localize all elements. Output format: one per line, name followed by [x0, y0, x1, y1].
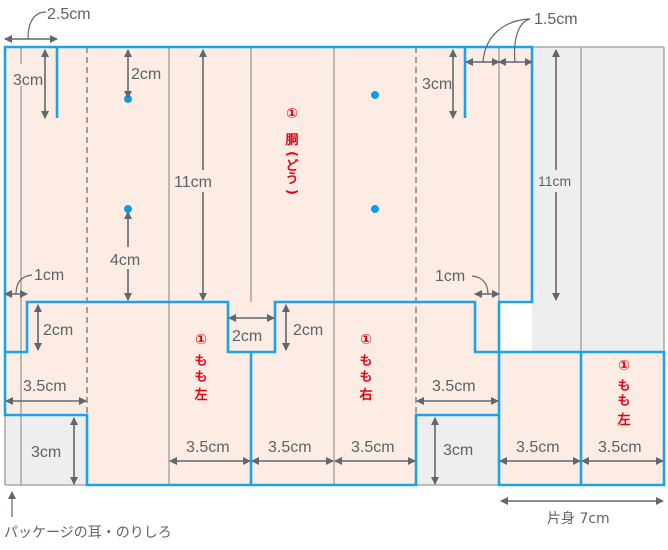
- dim-left-bottom-flap: 3cm: [31, 444, 61, 461]
- svg-text:う: う: [285, 172, 298, 187]
- svg-text:左: 左: [194, 387, 207, 403]
- dim-right-slit: 3cm: [422, 76, 452, 93]
- dim-leg-5: 3.5cm: [598, 439, 642, 456]
- svg-text:(: (: [284, 151, 299, 157]
- dot-bottom-left: [124, 205, 132, 213]
- svg-text:も: も: [617, 394, 630, 409]
- piece-label-leg-left: ① も も 左: [194, 332, 207, 403]
- dim-left-leg-step: 2cm: [43, 322, 73, 339]
- svg-text:): ): [284, 189, 299, 195]
- svg-text:①: ①: [286, 106, 298, 122]
- fold-lines: [4, 46, 665, 486]
- dimension-labels: 2.5cm 3cm 2cm 11cm 4cm 3cm 1.5cm 11cm 1c…: [4, 6, 642, 541]
- dashed-lines: [86, 47, 417, 415]
- piece-label-leg-right: ① も も 右: [358, 332, 372, 403]
- svg-text:ど: ど: [285, 159, 298, 174]
- dim-dot-top: 2cm: [131, 66, 161, 83]
- dim-right-bottom-flap: 3cm: [443, 442, 473, 459]
- dim-body-height: 11cm: [174, 174, 212, 191]
- svg-text:も: も: [617, 379, 630, 394]
- dim-margin-height: 11cm: [538, 173, 571, 189]
- dim-top-right-width: 1.5cm: [534, 11, 578, 28]
- dot-top-right: [371, 91, 379, 99]
- svg-text:も: も: [359, 370, 372, 385]
- svg-text:①: ①: [360, 332, 372, 348]
- dim-right-leg-width: 3.5cm: [432, 378, 476, 395]
- piece-label-body: ① 胴 ( ど う ): [284, 106, 299, 195]
- dim-half-body: 片身 7cm: [547, 511, 610, 527]
- dim-leg-3: 3.5cm: [351, 439, 395, 456]
- dot-bottom-right: [371, 205, 379, 213]
- dim-dot-bottom: 4cm: [110, 252, 140, 269]
- svg-text:も: も: [194, 354, 207, 369]
- svg-text:も: も: [359, 354, 372, 369]
- svg-text:①: ①: [195, 332, 207, 348]
- svg-text:右: 右: [358, 387, 372, 403]
- dim-gusset-width: 2cm: [232, 328, 262, 345]
- svg-text:左: 左: [617, 412, 630, 428]
- dim-right-step: 1cm: [435, 268, 465, 285]
- dim-left-slit: 3cm: [13, 72, 43, 89]
- dim-gusset-height: 2cm: [293, 322, 323, 339]
- dim-leg-1: 3.5cm: [186, 439, 230, 456]
- dim-leg-2: 3.5cm: [268, 439, 312, 456]
- dim-left-leg-width: 3.5cm: [23, 378, 67, 395]
- piece-label-leg-left-2: ① も も 左: [617, 358, 630, 428]
- svg-text:も: も: [194, 370, 207, 385]
- svg-text:①: ①: [618, 358, 630, 374]
- dim-leg-4: 3.5cm: [516, 439, 560, 456]
- dim-left-step: 1cm: [34, 267, 64, 284]
- note-package-edge: パッケージの耳・のりしろ: [4, 525, 172, 541]
- svg-text:胴: 胴: [285, 133, 298, 148]
- dimension-arrows: [4, 11, 664, 517]
- dim-top-left-width: 2.5cm: [47, 6, 91, 23]
